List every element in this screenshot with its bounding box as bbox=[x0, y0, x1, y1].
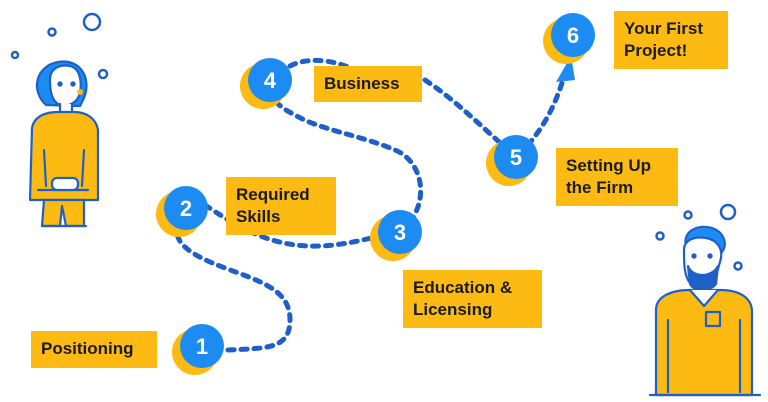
step-label-business: Business bbox=[314, 66, 422, 102]
step-3-circle bbox=[378, 210, 422, 254]
step-label-required-skills: Required Skills bbox=[226, 177, 336, 235]
step-5-number: 5 bbox=[510, 145, 522, 170]
step-5-marker: 5 bbox=[486, 135, 538, 186]
step-circles: 1 2 3 4 5 6 bbox=[156, 13, 595, 375]
step-5-circle bbox=[494, 135, 538, 179]
step-3-number: 3 bbox=[394, 220, 406, 245]
step-label-education-licensing: Education & Licensing bbox=[403, 270, 542, 328]
step-2-circle bbox=[164, 186, 208, 230]
step-1-marker: 1 bbox=[172, 324, 224, 375]
step-1-circle bbox=[180, 324, 224, 368]
step-2-marker: 2 bbox=[156, 186, 208, 237]
step-label-positioning: Positioning bbox=[31, 331, 157, 368]
step-label-setting-up-firm: Setting Up the Firm bbox=[556, 148, 678, 206]
step-1-number: 1 bbox=[196, 334, 208, 359]
step-6-number: 6 bbox=[567, 23, 579, 48]
step-6-circle bbox=[551, 13, 595, 57]
step-2-number: 2 bbox=[180, 196, 192, 221]
step-4-number: 4 bbox=[264, 68, 277, 93]
decorative-bubbles bbox=[10, 12, 743, 271]
step-4-circle bbox=[248, 58, 292, 102]
woman-illustration bbox=[28, 60, 100, 228]
step-label-first-project: Your First Project! bbox=[614, 11, 728, 69]
step-4-marker: 4 bbox=[240, 58, 292, 109]
step-3-marker: 3 bbox=[370, 210, 422, 261]
step-6-marker: 6 bbox=[543, 13, 595, 64]
man-illustration bbox=[648, 225, 762, 397]
